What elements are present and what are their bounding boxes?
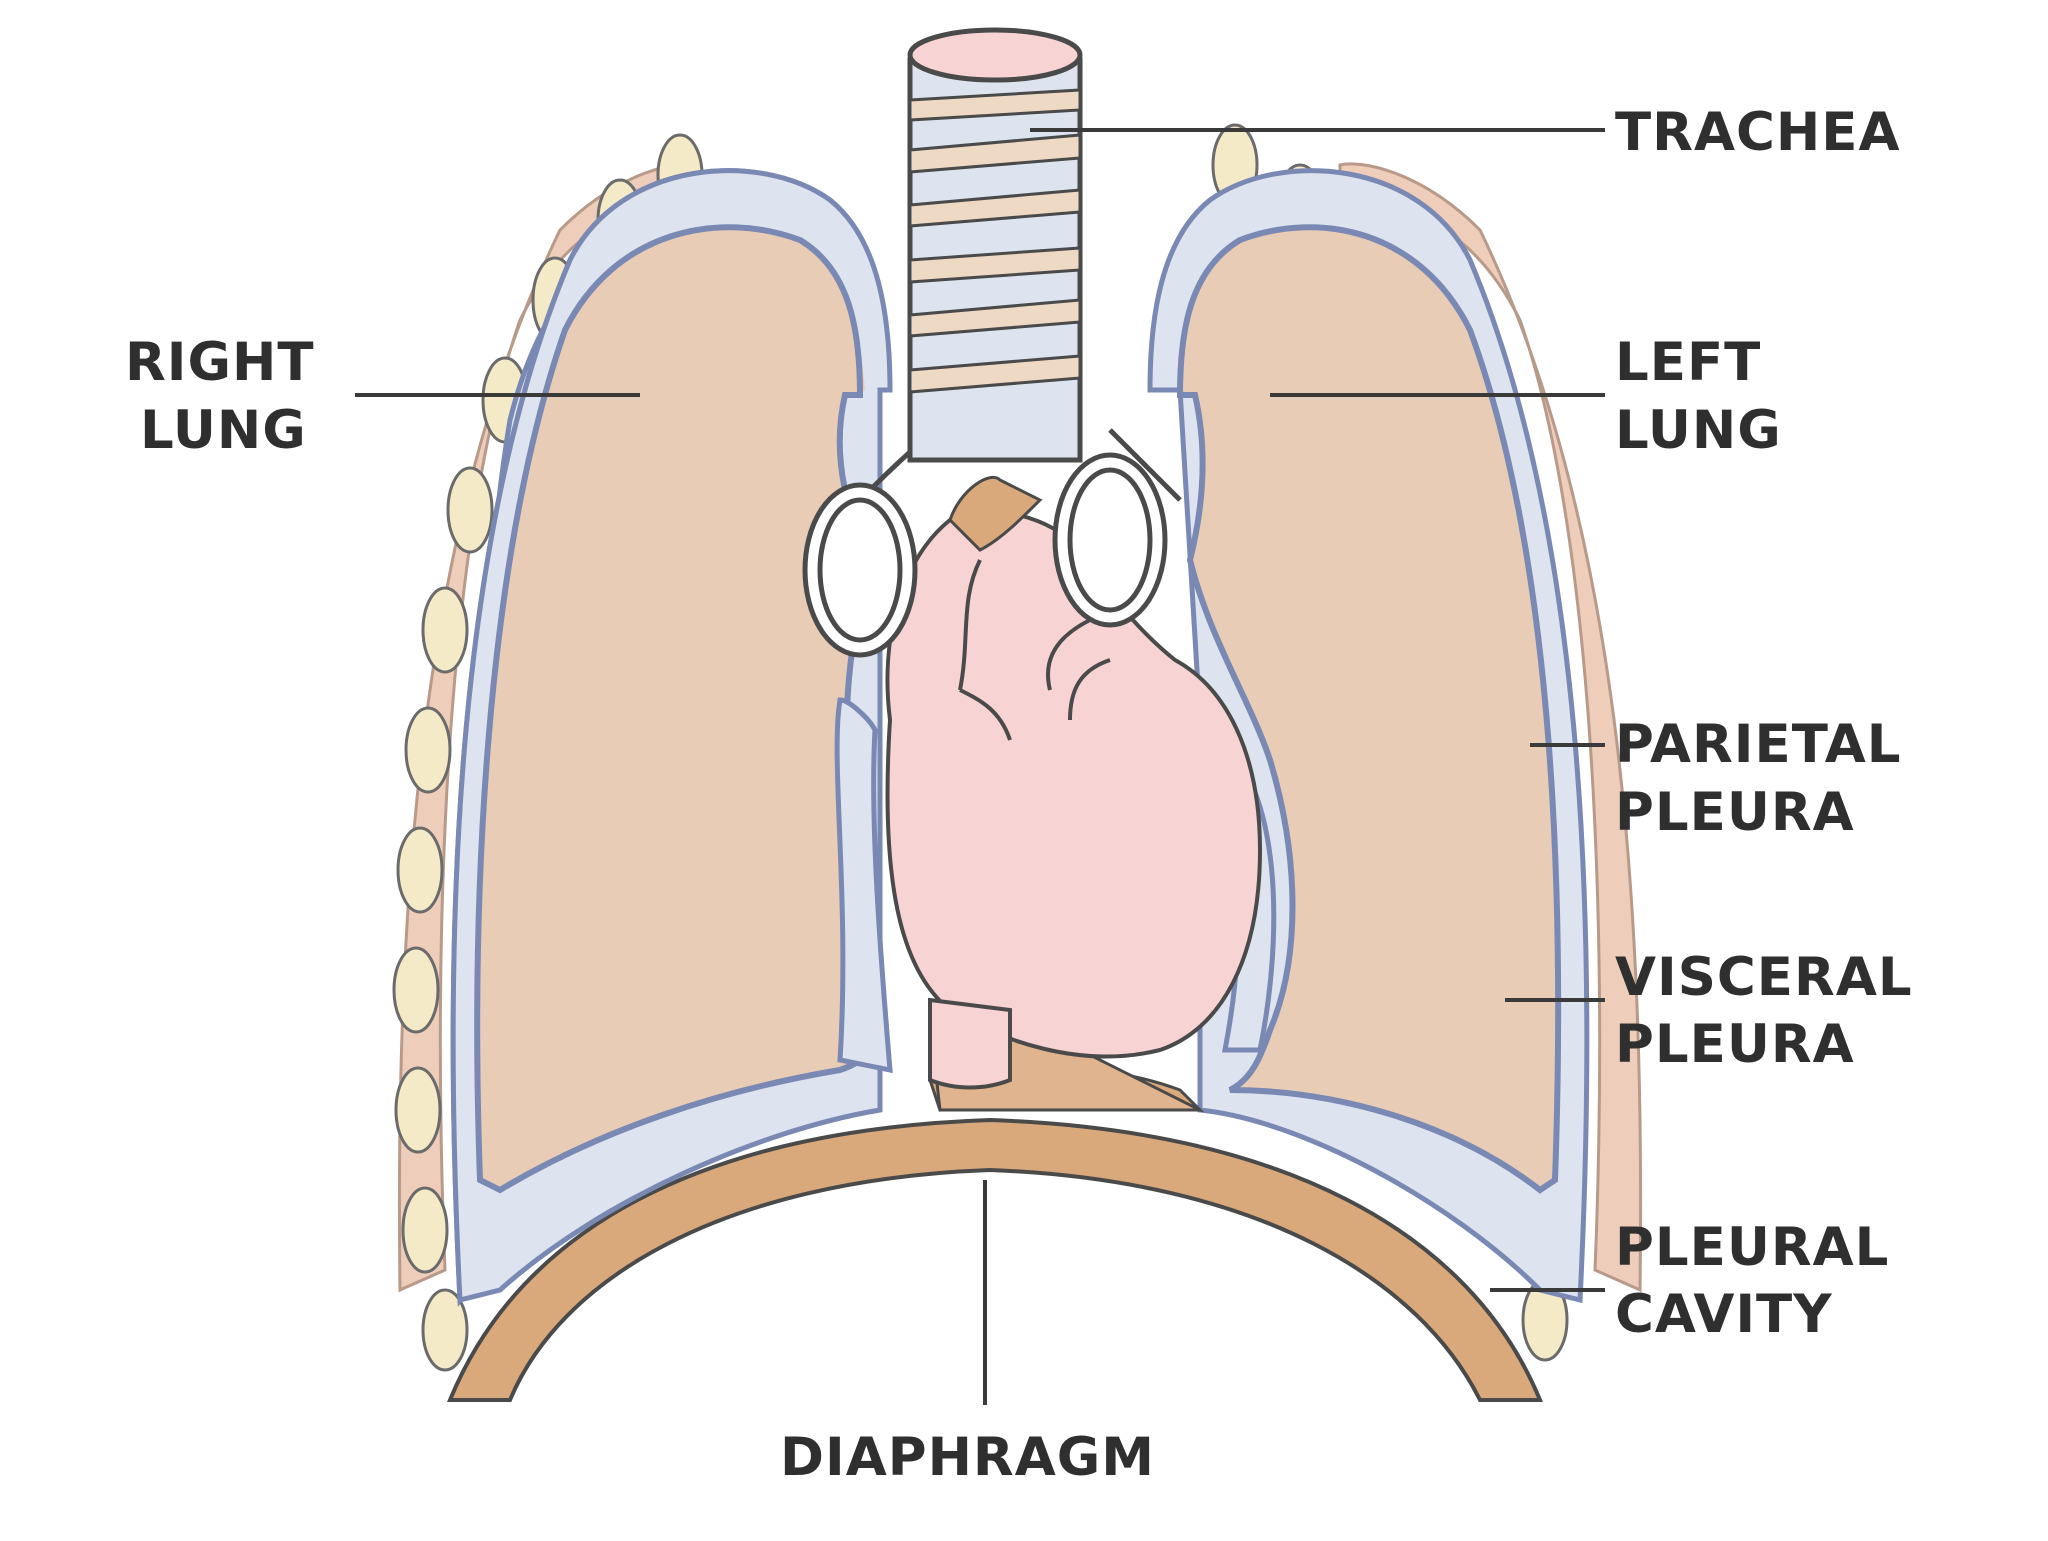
label-visceral-pleura-line1: VISCERAL (1615, 947, 1913, 1008)
vena-cava (930, 1000, 1010, 1088)
label-diaphragm: DIAPHRAGM (780, 1427, 1155, 1488)
label-parietal-pleura-line1: PARIETAL (1615, 714, 1902, 775)
trachea (910, 30, 1080, 460)
label-right-lung-line1: RIGHT (125, 332, 315, 393)
label-visceral-pleura-line2: PLEURA (1615, 1014, 1855, 1075)
label-pleural-cavity-line1: PLEURAL (1615, 1217, 1889, 1278)
label-pleural-cavity-line2: CAVITY (1615, 1284, 1833, 1345)
label-left-lung-line2: LUNG (1615, 400, 1782, 461)
label-parietal-pleura-line2: PLEURA (1615, 782, 1855, 843)
label-left-lung-line1: LEFT (1615, 332, 1761, 393)
label-trachea: TRACHEA (1615, 102, 1900, 163)
label-right-lung-line2: LUNG (140, 400, 307, 461)
